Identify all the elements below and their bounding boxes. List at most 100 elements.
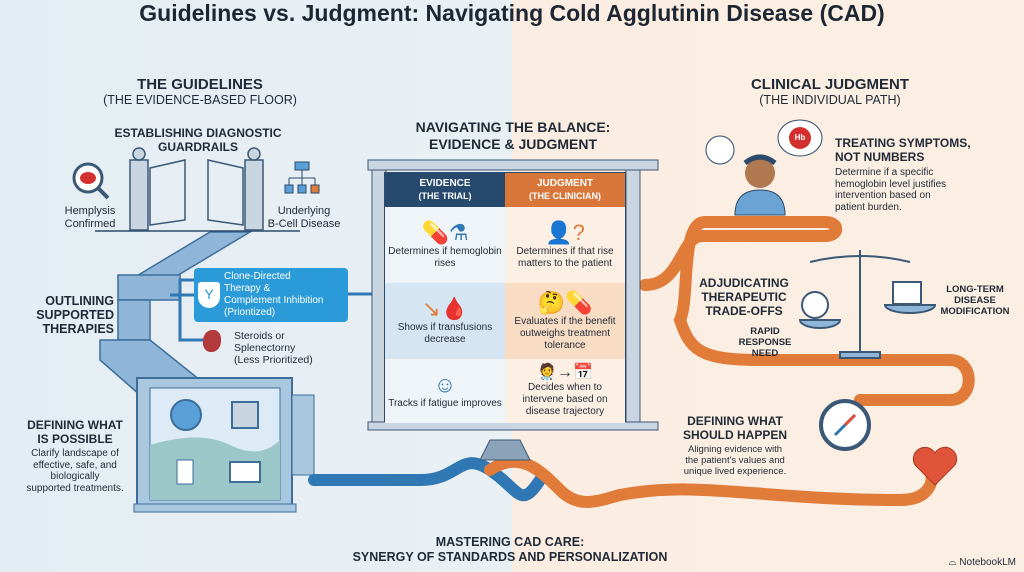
desc-line: Determine if a specific [835, 167, 934, 178]
notebooklm-brand: ⌓ NotebookLM [949, 557, 1016, 568]
desc-line: patient burden. [835, 201, 902, 213]
label-line: Steroids or [234, 330, 285, 342]
card-line: Complement Inhibition [224, 295, 324, 306]
title-line: NOT NUMBERS [835, 150, 925, 164]
label-line: B-Cell Disease [267, 218, 341, 230]
hierarchy-icon [284, 161, 320, 194]
desc-line: effective, safe, and [33, 459, 117, 471]
page-title: Guidelines vs. Judgment: Navigating Cold… [139, 0, 885, 26]
label-line: DISEASE [954, 295, 996, 306]
desc-line: Aligning evidence with [687, 444, 782, 455]
title-line: TRADE-OFFS [705, 304, 783, 318]
title-line: OUTLINING [45, 294, 114, 308]
evidence-judgment-board: EVIDENCE (THE TRIAL) JUDGMENT (THE CLINICI… [384, 172, 626, 423]
header-sub: (THE TRIAL) [418, 191, 472, 201]
heart-icon [912, 446, 958, 486]
desc-line: the patient's values and [685, 455, 785, 466]
caption-line: MASTERING CAD CARE: [435, 535, 585, 549]
caption-line: SYNERGY OF STANDARDS AND PERSONALIZATION [352, 550, 668, 564]
guidelines-heading-block: THE GUIDELINES (THE EVIDENCE-BASED FLOOR… [100, 76, 300, 107]
person-question-icon: 👤? [545, 220, 585, 245]
judgment-subheading: (THE INDIVIDUAL PATH) [759, 93, 901, 107]
label-line: NEED [751, 348, 779, 359]
judgment-heading-block: CLINICAL JUDGMENT (THE INDIVIDUAL PATH) [730, 76, 930, 107]
balance-heading: NAVIGATING THE BALANCE:EVIDENCE & JUDGME… [380, 119, 646, 153]
transfusion-decrease-icon: ↘🩸 [422, 296, 468, 321]
notebooklm-logo-icon: ⌓ [948, 557, 960, 568]
label-line: (Less Prioritized) [234, 354, 313, 366]
title-line: DEFINING WHAT [27, 418, 123, 432]
magnifier-icon [72, 162, 110, 200]
title-line: IS POSSIBLE [37, 432, 113, 446]
desc-line: Clarify landscape of [31, 448, 119, 459]
label-line: RAPID [750, 326, 780, 337]
pedestal [479, 439, 531, 461]
guidelines-heading: THE GUIDELINES [137, 76, 263, 93]
label-line: Confirmed [64, 218, 116, 230]
desc-line: biologically [50, 471, 100, 482]
title-line: SUPPORTED [36, 308, 114, 322]
hb-badge: Hb [794, 133, 806, 142]
patient-icon [705, 119, 823, 216]
header-label: JUDGMENT [536, 178, 594, 189]
heading-line: NAVIGATING THE BALANCE: [415, 119, 611, 135]
label-line: Underlying [277, 205, 331, 217]
cell-text: Determines if hemoglobin rises [388, 246, 502, 269]
title-line: THERAPIES [42, 322, 114, 336]
cell-text: Determines if that rise matters to the p… [516, 246, 614, 269]
title-line: DEFINING WHAT [687, 414, 783, 428]
label-line: Hemplysis [64, 205, 116, 217]
card-line: (Priontized) [224, 307, 276, 318]
cell-text: Tracks if fatigue improves [388, 398, 502, 409]
title-line: ADJUDICATING [699, 276, 789, 290]
brand-label: NotebookLM [959, 557, 1016, 568]
cell-text: Shows if transfusions decrease [397, 322, 493, 345]
pill-flask-icon: 💊⚗ [421, 220, 469, 245]
symptoms-block: TREATING SYMPTOMS,NOT NUMBERS Determine … [835, 136, 1020, 213]
label-line: LONG-TERM [946, 284, 1004, 295]
card-line: Clone-Directed [224, 271, 291, 282]
label-line: RESPONSE [738, 337, 792, 348]
heading-line: EVIDENCE & JUDGMENT [428, 136, 598, 152]
title-line: THERAPEUTIC [701, 290, 787, 304]
thinking-medication-icon: 🤔💊 [537, 290, 593, 315]
label-line: MODIFICATION [940, 306, 1010, 317]
guidelines-subheading: (THE EVIDENCE-BASED FLOOR) [103, 93, 297, 107]
guardrails-title: ESTABLISHING DIAGNOSTIC GUARDRAILS [100, 126, 296, 154]
judgment-heading: CLINICAL JUDGMENT [750, 76, 910, 93]
kidney-icon [203, 330, 221, 352]
cell-text: Decides when to intervene based on disea… [522, 382, 608, 417]
gate-icon [129, 147, 264, 231]
judgment-cell: 👤?Determines if that rise matters to the… [505, 207, 625, 283]
evidence-header: EVIDENCE (THE TRIAL) [385, 173, 505, 207]
judgment-cell: 🤔💊Evaluates if the benefit outweighs tre… [505, 283, 625, 359]
judgment-header: JUDGMENT (THE CLINICIAN) [505, 173, 625, 207]
desc-line: hemoglobin level justifies [835, 178, 947, 190]
evidence-cell: ↘🩸Shows if transfusions decrease [385, 283, 505, 359]
evidence-cell: ☺Tracks if fatigue improves [385, 359, 505, 423]
judgment-cell: 🧑‍⚕️→📅Decides when to intervene based on… [505, 359, 625, 423]
label-line: Splenectorny [234, 342, 296, 354]
header-label: EVIDENCE [419, 178, 471, 189]
balance-scale-icon [798, 250, 937, 359]
compass-icon [819, 399, 871, 451]
guardrails-title-line: GUARDRAILS [158, 140, 238, 154]
cell-text: Evaluates if the benefit outweighs treat… [514, 316, 616, 351]
header-sub: (THE CLINICIAN) [529, 191, 601, 201]
desc-line: supported treatments. [26, 482, 124, 494]
possibilities-window [133, 377, 315, 513]
mastering-caption: MASTERING CAD CARE:SYNERGY OF STANDARDS … [300, 535, 720, 565]
antibody-shield-icon: Y [198, 282, 220, 308]
title-line: SHOULD HAPPEN [682, 428, 787, 442]
card-line: Therapy & [224, 283, 271, 294]
